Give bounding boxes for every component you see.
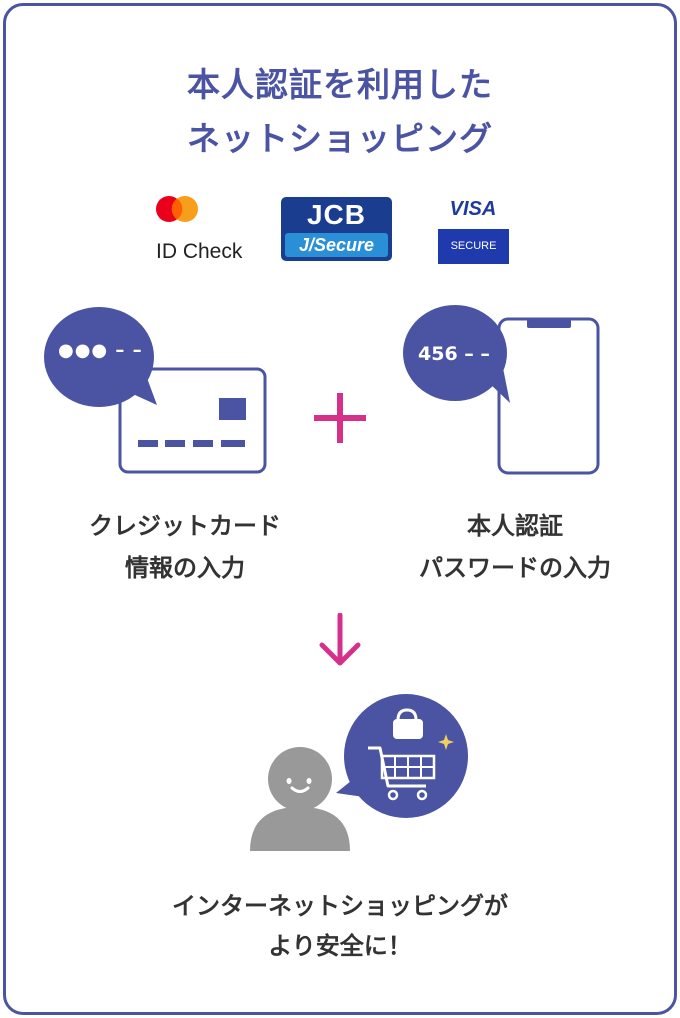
mastercard-logo bbox=[156, 196, 198, 222]
jsecure-logo-text: J/Secure bbox=[285, 233, 388, 257]
card-info-label-line-2: 情報の入力 bbox=[125, 554, 245, 582]
card-speech-bubble bbox=[44, 307, 157, 407]
jcb-secure-logo: JCB J/Secure bbox=[281, 197, 392, 261]
otp-code: 456 – – bbox=[418, 343, 490, 365]
credit-card-icon bbox=[118, 367, 267, 474]
visa-secure-badge: SECURE bbox=[438, 229, 509, 264]
visa-logo-text: VISA bbox=[449, 198, 497, 220]
jcb-logo-text: JCB bbox=[306, 199, 366, 230]
content-frame bbox=[3, 3, 677, 1015]
smartphone-icon bbox=[497, 317, 600, 475]
id-check-label: ID Check bbox=[156, 240, 243, 263]
person-icon bbox=[250, 747, 350, 851]
auth-label-line-2: パスワードの入力 bbox=[419, 554, 611, 582]
phone-speech-bubble bbox=[403, 305, 510, 403]
masked-card-number: ●●● – – bbox=[58, 340, 143, 361]
result-line-1: インターネットショッピングが bbox=[172, 892, 508, 920]
shopping-cart-icon bbox=[368, 708, 454, 801]
plus-icon bbox=[314, 393, 366, 443]
result-line-2: より安全に！ bbox=[268, 932, 412, 960]
arrow-down-icon bbox=[319, 613, 361, 666]
card-info-label-line-1: クレジットカード bbox=[89, 512, 281, 540]
title-line-1: 本人認証を利用した bbox=[187, 65, 493, 104]
title-line-2: ネットショッピング bbox=[187, 119, 493, 158]
auth-label-line-1: 本人認証 bbox=[467, 512, 563, 540]
